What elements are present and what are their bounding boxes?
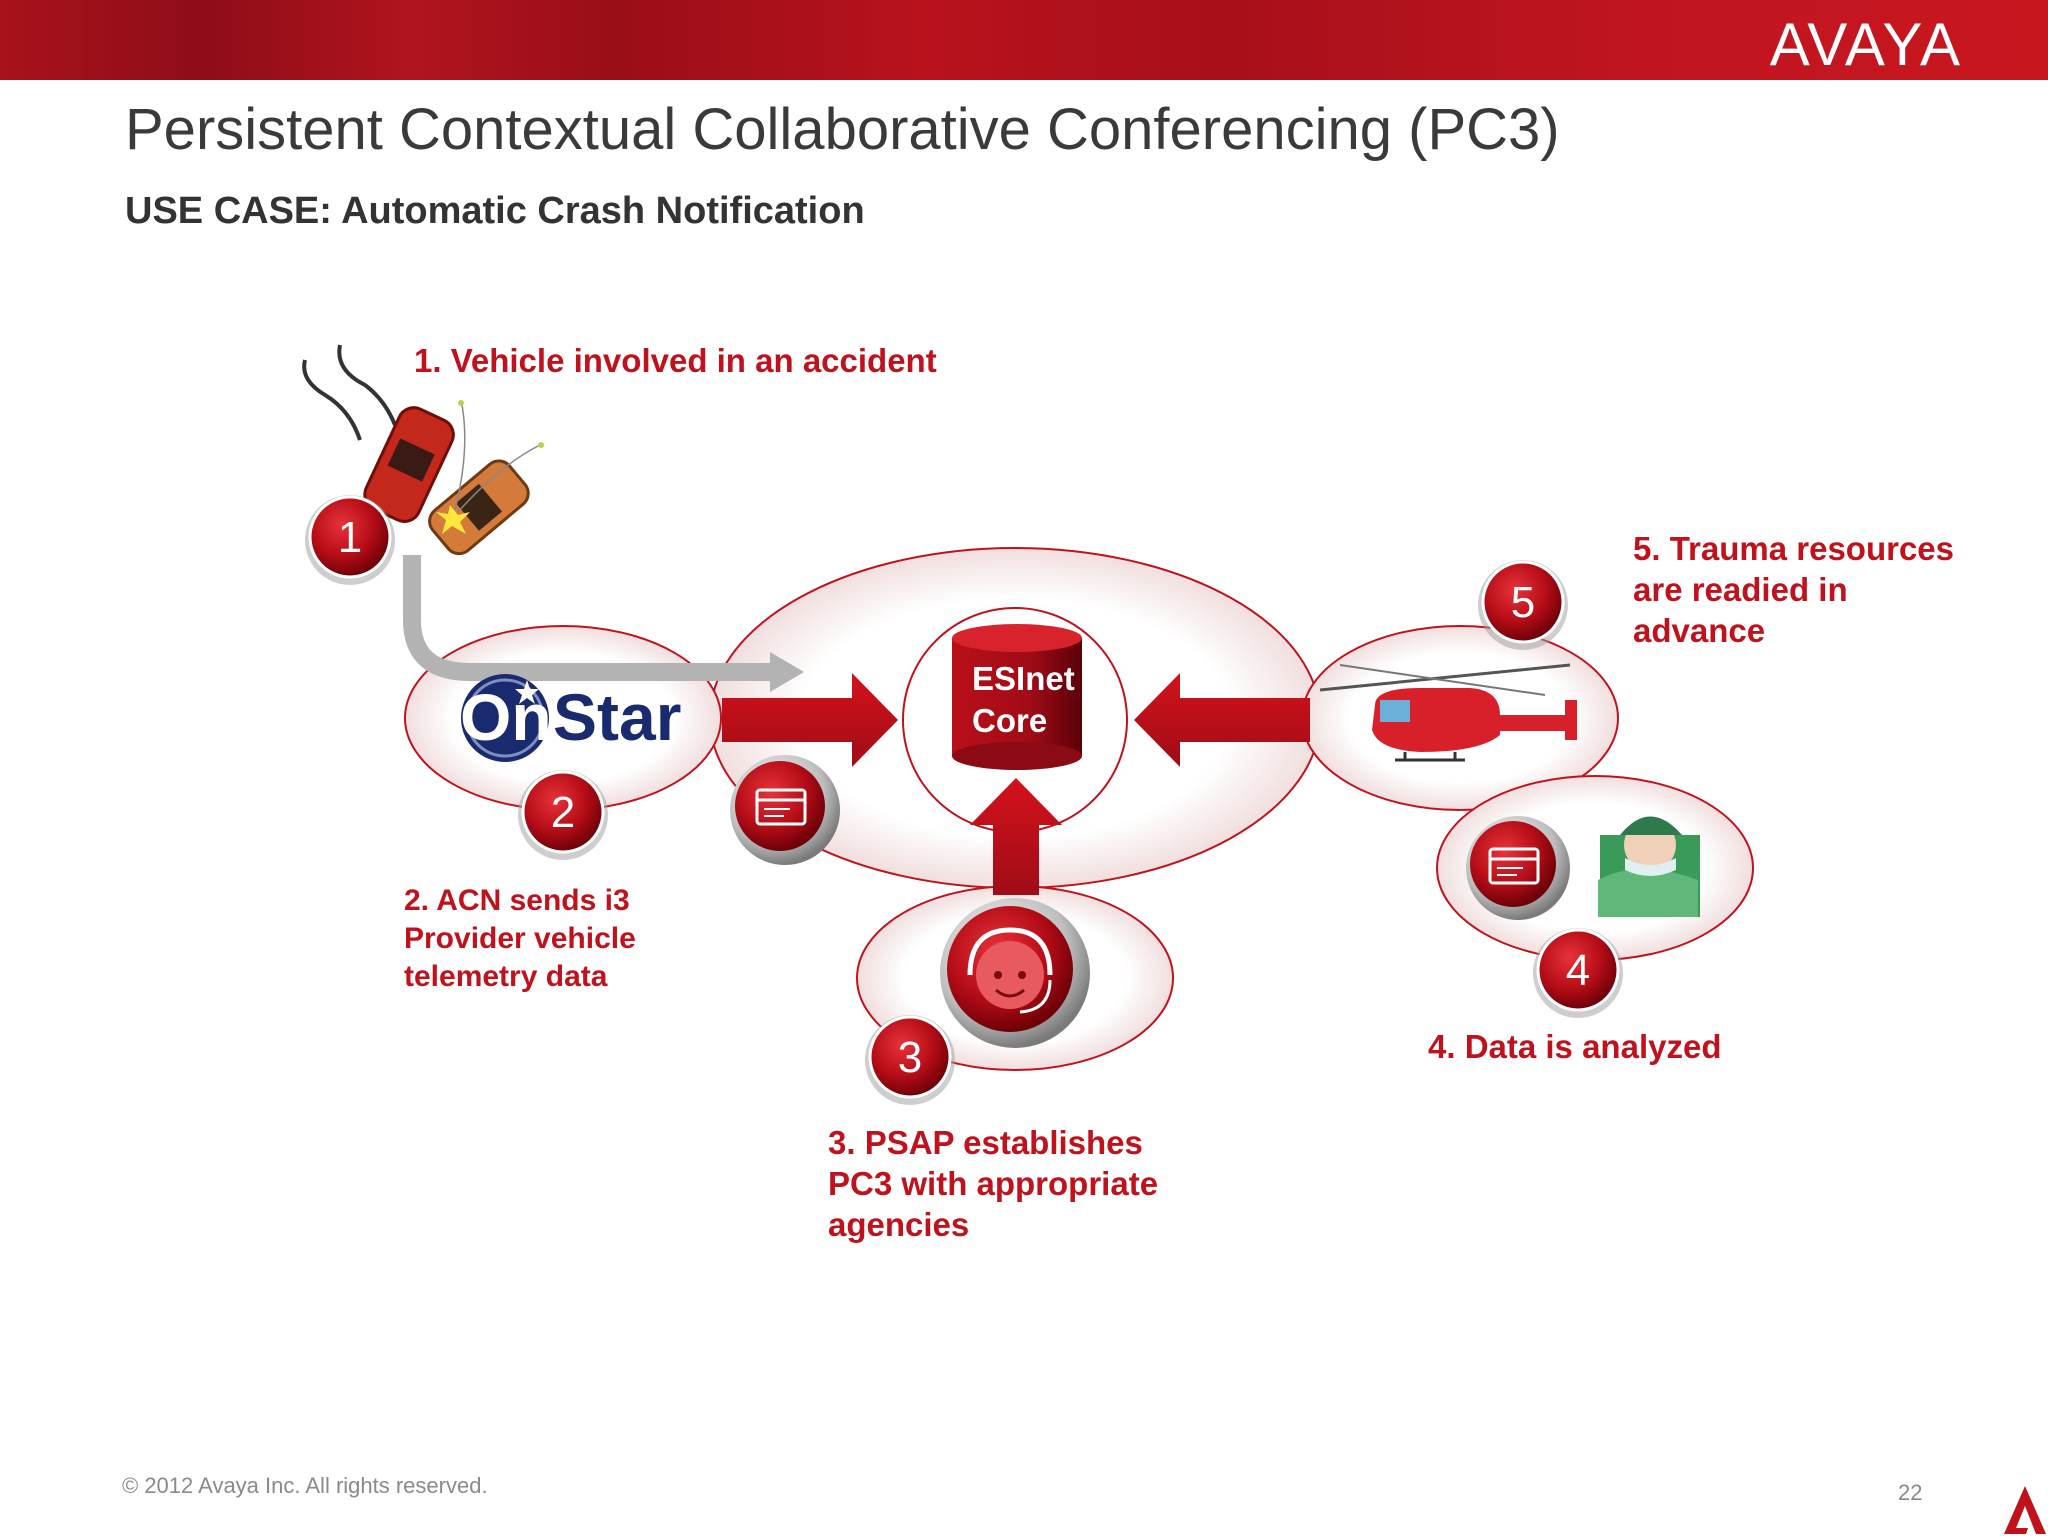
avaya-corner-logo-icon bbox=[2004, 1486, 2046, 1534]
step-badge-4: 4 bbox=[1533, 928, 1623, 1018]
helicopter-icon bbox=[1319, 663, 1577, 762]
car-crash-icon bbox=[302, 344, 544, 556]
gray-arrow-head bbox=[770, 652, 804, 692]
step-3-label: 3. PSAP establishes PC3 with appropriate… bbox=[828, 1124, 1159, 1243]
avaya-logo: AVAYA bbox=[1769, 11, 1962, 78]
step-2-label: 2. ACN sends i3 Provider vehicle telemet… bbox=[404, 884, 636, 993]
onstar-star-text: Star bbox=[553, 680, 681, 754]
slide-title: Persistent Contextual Collaborative Conf… bbox=[125, 97, 1560, 162]
surgeon-icon bbox=[1598, 816, 1700, 917]
copyright-text: © 2012 Avaya Inc. All rights reserved. bbox=[122, 1473, 488, 1498]
step-4-label: 4. Data is analyzed bbox=[1428, 1028, 1722, 1065]
arrow-left-to-core bbox=[722, 673, 898, 767]
svg-text:3: 3 bbox=[898, 1033, 922, 1082]
core-label-line2: Core bbox=[972, 702, 1047, 739]
database-cylinder-icon bbox=[952, 624, 1082, 770]
header-bar: AVAYA bbox=[0, 0, 2048, 80]
data-card-icon-right bbox=[1466, 816, 1570, 920]
onstar-on-text: On bbox=[460, 680, 552, 754]
step-5-label: 5. Trauma resources are readied in advan… bbox=[1633, 530, 1955, 649]
step-badge-2: 2 bbox=[518, 770, 608, 860]
svg-text:4: 4 bbox=[1566, 946, 1590, 995]
svg-text:2: 2 bbox=[551, 788, 575, 837]
step-badge-5: 5 bbox=[1478, 560, 1568, 650]
call-agent-icon bbox=[940, 898, 1090, 1048]
svg-text:1: 1 bbox=[338, 513, 362, 562]
onstar-logo: On Star bbox=[460, 674, 681, 762]
step-1-label: 1. Vehicle involved in an accident bbox=[414, 342, 937, 379]
core-label-line1: ESInet bbox=[972, 660, 1075, 697]
gray-flow-arrow bbox=[403, 555, 770, 681]
step-badge-3: 3 bbox=[865, 1015, 955, 1105]
slide-subtitle: USE CASE: Automatic Crash Notification bbox=[125, 190, 865, 232]
step-badge-1: 1 bbox=[305, 495, 395, 585]
data-card-icon-left bbox=[730, 755, 840, 865]
arrow-bottom-to-core bbox=[970, 778, 1062, 895]
arrow-right-to-core bbox=[1134, 673, 1310, 767]
page-number: 22 bbox=[1898, 1480, 1923, 1505]
svg-text:5: 5 bbox=[1511, 578, 1535, 627]
